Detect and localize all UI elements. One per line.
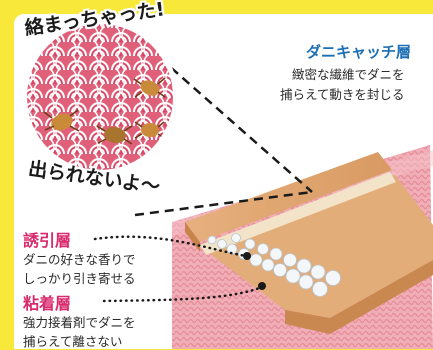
adhesive-layer-title: 粘着層 — [23, 294, 72, 313]
catch-sheet-top — [185, 152, 392, 242]
adhesive-layer-line2: 捕らえて離さない — [23, 334, 123, 349]
attract-layer-line1: ダニの好きな香りで — [23, 252, 136, 267]
zoom-line-top — [159, 57, 313, 193]
attract-layer-line2: しっかり引き寄せる — [23, 271, 136, 286]
bead-icon — [207, 233, 341, 297]
adhesive-leader — [102, 285, 264, 303]
attract-leader — [93, 235, 248, 258]
catch-layer-line2: 捕らえて動きを封じる — [280, 87, 405, 102]
adhesive-layer-line1: 強力接着剤でダニを — [23, 315, 136, 330]
attract-layer-title: 誘引層 — [23, 231, 72, 250]
mite-icon — [43, 77, 166, 145]
catch-layer-title: ダニキャッチ層 — [306, 43, 412, 61]
zoom-circle — [22, 19, 178, 175]
catch-layer-line1: 緻密な繊維でダニを — [292, 67, 405, 82]
